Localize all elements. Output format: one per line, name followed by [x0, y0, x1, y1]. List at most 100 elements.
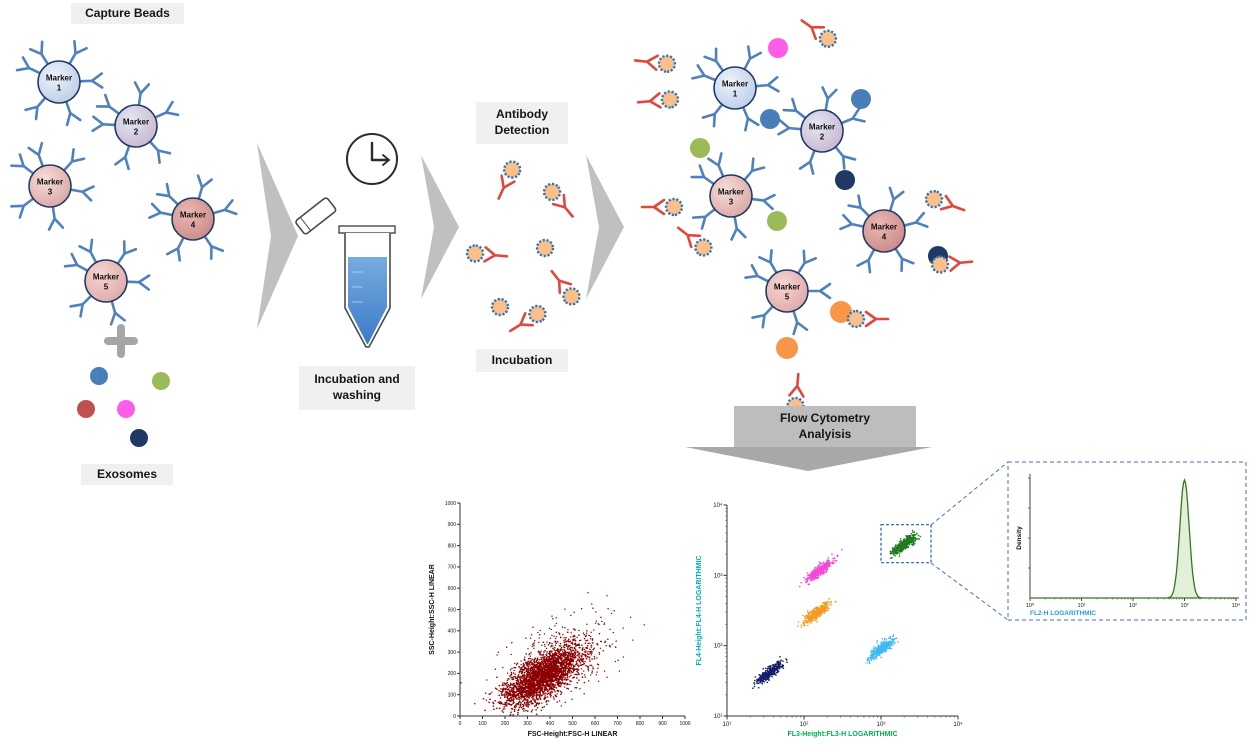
zoom-connector-bottom — [930, 562, 1009, 621]
svg-text:10¹: 10¹ — [723, 722, 732, 728]
detection-antibody-vesicle — [848, 311, 888, 327]
labeled-vesicle — [490, 297, 510, 317]
capture-beads-group: Marker 1 Marker 2 Marker 3 Marker 4 Mark… — [0, 34, 241, 330]
incubation-washing-line1: Incubation and — [314, 372, 400, 387]
complex-bead-marker-5: Marker 5 — [737, 242, 837, 340]
cluster-events-halo — [460, 592, 646, 713]
bead-label: Marker — [180, 211, 206, 220]
detection-antibody-vesicle — [924, 189, 967, 218]
svg-text:10⁴: 10⁴ — [953, 721, 963, 728]
svg-text:400: 400 — [448, 629, 457, 635]
svg-text:500: 500 — [568, 721, 577, 727]
detection-antibody-vesicle — [931, 254, 972, 273]
bead-number: 1 — [733, 90, 738, 99]
exosome-magenta-dot — [117, 400, 135, 418]
bead-number: 4 — [882, 233, 887, 242]
detection-antibody-vesicle — [797, 14, 839, 50]
exosome-blue-dot — [90, 367, 108, 385]
svg-text:300: 300 — [448, 650, 457, 656]
exosomes-group — [77, 367, 170, 447]
bead-label: Marker — [774, 283, 800, 292]
plus-icon — [104, 324, 138, 358]
axes — [459, 503, 685, 717]
svg-text:10³: 10³ — [714, 573, 723, 579]
antibody-detection-line1: Antibody — [496, 107, 548, 122]
arrow-right-icon — [257, 143, 298, 329]
detection-antibody-vesicle — [673, 221, 714, 258]
arrow-down-icon — [685, 447, 932, 471]
complex-bead-marker-2: Marker 2 — [771, 80, 873, 180]
y-axis-label: FL4-Height:FL4-H LOGARITHMIC — [696, 555, 703, 665]
bead-number: 2 — [134, 128, 139, 137]
antibody-detection-line2: Detection — [494, 123, 550, 137]
svg-text:600: 600 — [591, 721, 600, 727]
capture-bead-marker-2: Marker 2 — [84, 74, 188, 176]
bead-label: Marker — [718, 188, 744, 197]
cluster-events-core — [482, 630, 617, 717]
svg-text:400: 400 — [546, 721, 555, 727]
svg-text:10³: 10³ — [1181, 603, 1189, 609]
bead-number: 4 — [191, 221, 196, 230]
complex-bead-marker-4: Marker 4 — [837, 185, 931, 276]
svg-text:100: 100 — [478, 721, 487, 727]
axes — [726, 505, 958, 717]
incubation-washing-label: Incubation and washing — [299, 366, 415, 410]
cluster-population-lightblue — [866, 634, 899, 664]
bead-label: Marker — [123, 118, 149, 127]
incubation-label: Incubation — [476, 349, 568, 372]
svg-text:0: 0 — [453, 714, 456, 720]
bead-label: Marker — [722, 80, 748, 89]
svg-text:10²: 10² — [1129, 603, 1137, 609]
bead-number: 2 — [820, 133, 825, 142]
svg-text:700: 700 — [613, 721, 622, 727]
cluster-population-green — [889, 529, 922, 559]
bead-label: Marker — [871, 223, 897, 232]
svg-text:600: 600 — [448, 586, 457, 592]
cluster-population-orange — [796, 597, 837, 628]
gate-box — [880, 524, 932, 564]
capture-bead-marker-3: Marker 3 — [0, 131, 105, 239]
capture-bead-marker-1: Marker 1 — [11, 34, 109, 129]
svg-text:700: 700 — [448, 565, 457, 571]
exosome-orange-dot — [776, 337, 798, 359]
detection-antibody-vesicle — [634, 52, 675, 72]
complex-bead-marker-3: Marker 3 — [677, 142, 785, 248]
svg-text:0: 0 — [459, 721, 462, 727]
exosomes-label: Exosomes — [81, 464, 173, 485]
exosome-red-dot — [77, 400, 95, 418]
exosome-green-dot — [690, 138, 710, 158]
svg-text:1000: 1000 — [445, 501, 456, 507]
svg-text:300: 300 — [523, 721, 532, 727]
capture-bead-marker-4: Marker 4 — [146, 172, 241, 264]
flow-cytometry-line1: Flow Cytometry — [779, 410, 870, 425]
bead-label: Marker — [46, 74, 72, 83]
svg-text:800: 800 — [636, 721, 645, 727]
flow-cytometry-line2: Analyisis — [798, 426, 852, 441]
svg-text:10⁴: 10⁴ — [1232, 602, 1241, 609]
labeled-vesicle — [535, 238, 555, 258]
svg-text:200: 200 — [501, 721, 510, 727]
capture-beads-label: Capture Beads — [71, 3, 184, 24]
exosome-green-dot — [767, 211, 787, 231]
cluster-population-navy — [751, 656, 788, 689]
zoom-panel-border — [1007, 461, 1247, 621]
svg-text:200: 200 — [448, 671, 457, 677]
detection-antibody-vesicle — [637, 91, 678, 110]
svg-text:10¹: 10¹ — [1078, 603, 1086, 609]
bead-number: 5 — [104, 283, 109, 292]
detection-antibody-vesicle — [545, 266, 582, 307]
svg-text:800: 800 — [448, 543, 457, 549]
exosome-magenta-dot — [768, 38, 788, 58]
exosome-blue-dot — [760, 109, 780, 129]
svg-text:900: 900 — [448, 522, 457, 528]
zoom-connector-top — [930, 461, 1009, 526]
svg-text:500: 500 — [448, 607, 457, 613]
bead-number: 3 — [48, 188, 53, 197]
bead-label: Marker — [37, 178, 63, 187]
detection-antibody-vesicle — [642, 199, 682, 215]
svg-text:10³: 10³ — [877, 722, 886, 728]
svg-text:100: 100 — [448, 693, 457, 699]
exosome-orange-dot — [830, 301, 852, 323]
bead-number: 1 — [57, 84, 62, 93]
